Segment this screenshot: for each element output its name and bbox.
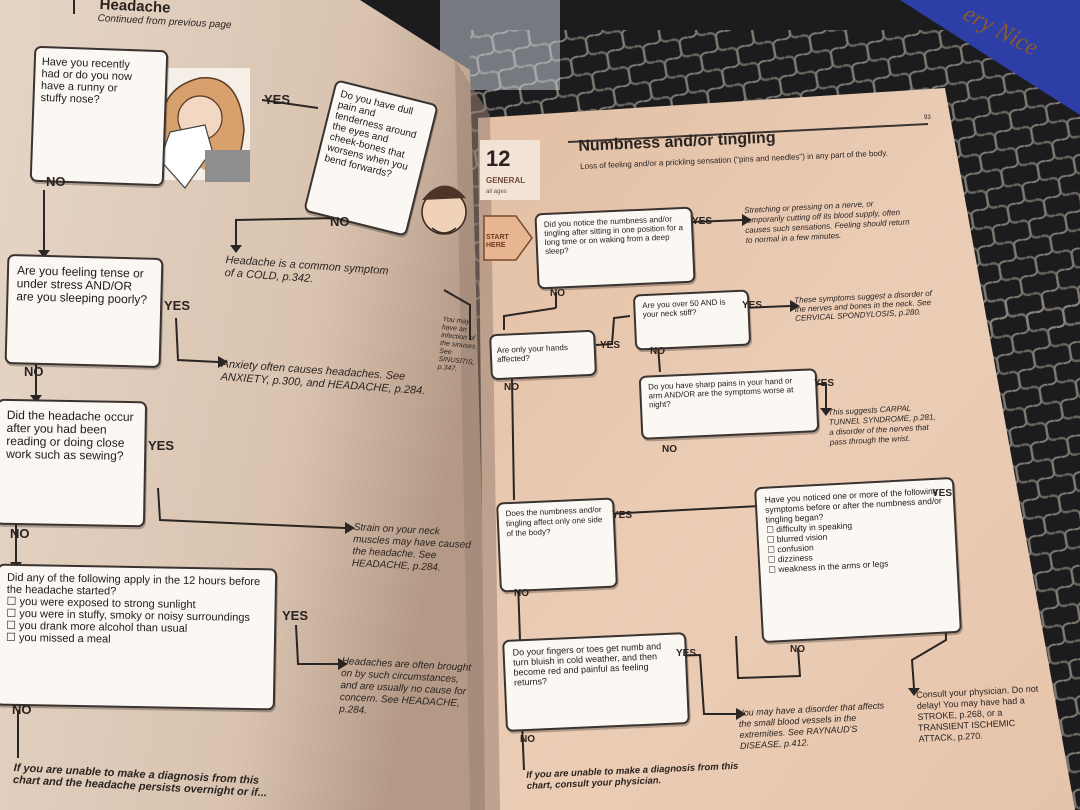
label-no: NO	[514, 588, 529, 599]
label-yes: YES	[148, 438, 175, 453]
label-no: NO	[790, 644, 805, 655]
man-face-illustration	[421, 185, 467, 235]
label-no: NO	[504, 382, 519, 393]
question-text: Did you notice the numbness and/or tingl…	[543, 214, 684, 257]
sneezing-woman-illustration	[150, 68, 250, 189]
chart-age: all ages	[486, 189, 507, 195]
label-yes: YES	[612, 510, 633, 521]
question-box-stress: Are you feeling tense or under stress AN…	[4, 253, 164, 369]
label-no: NO	[46, 174, 66, 189]
blue-book	[900, 0, 1080, 115]
question-text: Did the headache occur after you had bee…	[6, 407, 134, 463]
label-yes: YES	[264, 92, 291, 107]
label-no: NO	[650, 346, 665, 357]
question-box-raynauds: Do your fingers or toes get numb and tur…	[502, 632, 690, 732]
label-no: NO	[330, 214, 350, 229]
chart-number: 12	[486, 146, 511, 171]
label-yes: YES	[164, 298, 191, 313]
question-text: Are only your hands affected?	[496, 342, 569, 364]
question-box-runny-nose: Have you recently had or do you now have…	[29, 45, 169, 187]
question-box-close-work: Did the headache occur after you had bee…	[0, 398, 148, 528]
question-box-sharp-pain: Do you have sharp pains in your hand or …	[638, 368, 820, 440]
label-no: NO	[12, 702, 32, 717]
question-text: Do your fingers or toes get numb and tur…	[512, 641, 662, 688]
question-box-one-side: Does the numbness and/or tingling affect…	[496, 497, 618, 593]
label-yes: YES	[814, 378, 835, 389]
chart-category: GENERAL	[486, 176, 526, 185]
label-no: NO	[662, 444, 677, 455]
label-yes: YES	[932, 488, 953, 499]
result-carpal-tunnel: This suggests CARPAL TUNNEL SYNDROME, p.…	[828, 403, 936, 447]
question-text: Do you have dull pain and tenderness aro…	[323, 88, 418, 181]
question-box-position: Did you notice the numbness and/or tingl…	[534, 206, 696, 290]
result-stroke: Consult your physician. Do not delay! Yo…	[916, 683, 1039, 744]
question-text: Have you recently had or do you now have…	[40, 55, 133, 107]
start-arrow	[483, 215, 533, 261]
result-raynauds: You may have a disorder that affects the…	[738, 700, 885, 751]
question-text: Are you over 50 AND is your neck stiff?	[642, 297, 726, 320]
label-no: NO	[10, 526, 30, 541]
question-text: Are you feeling tense or under stress AN…	[16, 263, 148, 307]
result-circumstances: Headaches are often brought on by such c…	[338, 656, 472, 717]
question-box-triggers: Did any of the following apply in the 12…	[0, 563, 278, 711]
label-yes: YES	[676, 648, 697, 659]
result-sinusitis: You may have an infection of the sinuses…	[437, 316, 478, 373]
question-box-neck: Are you over 50 AND is your neck stiff?	[632, 289, 752, 351]
page-number: 93	[924, 115, 931, 121]
label-no: NO	[520, 734, 535, 745]
result-neck-strain: Strain on your neck muscles may have cau…	[351, 522, 472, 574]
label-yes: YES	[692, 216, 713, 227]
label-yes: YES	[282, 608, 309, 623]
label-no: NO	[550, 288, 565, 299]
question-box-stroke-signs: Have you noticed one or more of the foll…	[754, 476, 962, 644]
label-yes: YES	[600, 340, 621, 351]
label-yes: YES	[742, 300, 763, 311]
question-text: Does the numbness and/or tingling affect…	[505, 505, 603, 539]
start-here-label: START HERE	[486, 234, 509, 249]
question-text: Do you have sharp pains in your hand or …	[647, 376, 794, 410]
label-no: NO	[24, 364, 44, 379]
question-box-hands: Are only your hands affected?	[489, 329, 597, 381]
